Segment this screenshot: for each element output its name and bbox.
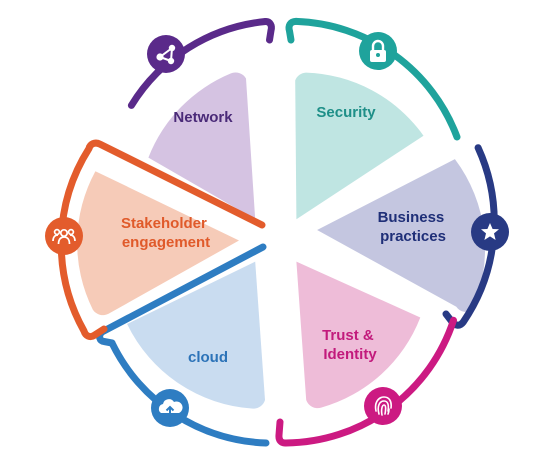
fingerprint-icon (374, 396, 392, 416)
stakeholder-label: Stakeholder engagement (121, 215, 211, 251)
business-segment-fill (317, 159, 486, 313)
trust-segment-fill (296, 261, 421, 409)
trust-segment-arc (275, 316, 457, 447)
security-segment-fill (295, 72, 424, 220)
network-segment-arc (127, 18, 269, 109)
people-icon (52, 228, 76, 245)
network-badge (147, 35, 185, 73)
network-segment-fill (148, 72, 256, 220)
segment-trust-identity: Trust & Identity (275, 261, 457, 447)
segment-stakeholder-engagement: Stakeholder engagement (45, 139, 266, 341)
cloud-segment-fill (127, 261, 265, 409)
network-share-icon (156, 44, 176, 65)
star-icon (481, 223, 499, 240)
cloud-upload-icon (158, 399, 183, 417)
security-segment-arc-end (285, 17, 300, 44)
business-label: Business practices (378, 209, 449, 245)
network-label: Network (173, 109, 233, 126)
segment-security: Security (285, 17, 461, 220)
stakeholder-segment-fill (77, 171, 239, 316)
cloud-label: cloud (188, 349, 228, 366)
security-label: Security (316, 104, 376, 121)
trust-label: Trust & Identity (322, 327, 378, 363)
network-segment-arc-end (261, 18, 275, 44)
lock-icon (370, 39, 386, 62)
segment-network: Network (127, 18, 275, 220)
